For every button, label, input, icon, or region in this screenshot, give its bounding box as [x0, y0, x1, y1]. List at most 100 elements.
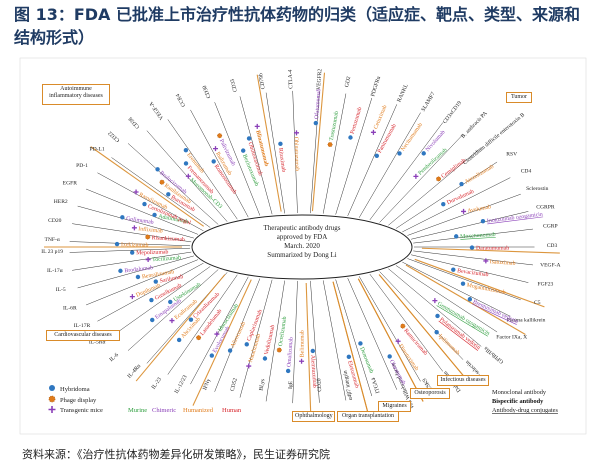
circle-icon — [209, 353, 215, 358]
circle-icon — [313, 120, 319, 126]
plus-icon — [246, 363, 252, 369]
spoke-line — [214, 102, 261, 216]
spoke-line — [410, 254, 529, 283]
target-label: VEGF-A — [148, 100, 165, 120]
plus-icon — [413, 173, 419, 179]
target-label: VEGFR2 — [316, 68, 324, 90]
circle-icon — [374, 153, 380, 158]
target-label: PD-L1 — [90, 147, 105, 153]
spoke-line — [292, 280, 298, 404]
sun-icon — [217, 133, 223, 139]
category-separator — [256, 74, 282, 212]
circle-icon — [130, 250, 135, 255]
plus-icon — [370, 129, 376, 135]
circle-icon — [188, 317, 194, 322]
circle-icon — [135, 274, 141, 280]
category-separator — [135, 274, 226, 382]
legend-bispecific: Bispecific antibody — [492, 398, 544, 405]
spoke-line — [85, 188, 199, 235]
spoke-line — [310, 280, 320, 403]
drug-entry: Ocrelizumab — [276, 316, 288, 353]
drug-label: Rituximab — [277, 148, 286, 173]
drug-entry: Obinutuzumab — [293, 130, 300, 171]
circle-icon — [469, 245, 475, 250]
spoke-line — [322, 280, 347, 401]
target-label: CD22 — [107, 129, 121, 142]
sun-icon — [400, 323, 406, 329]
target-label: FGF23 — [537, 281, 553, 287]
circle-icon — [358, 341, 363, 346]
target-label: IL-17R — [74, 323, 91, 329]
sun-icon — [327, 142, 333, 148]
drug-entry: Denosumab — [358, 341, 374, 374]
drug-label: Mogamulizumab — [466, 282, 506, 296]
drug-label: Benralizumab — [142, 269, 175, 280]
spoke-line — [379, 271, 464, 360]
sun-icon — [436, 176, 442, 182]
spoke-line — [77, 205, 194, 239]
spoke-line — [310, 91, 320, 214]
circle-icon — [118, 268, 123, 274]
legend-adc: Antibody-drug conjugates — [492, 407, 558, 414]
drug-entry: Rituximab — [277, 141, 286, 173]
circle-icon — [152, 212, 157, 218]
circle-icon — [348, 135, 353, 140]
circle-icon — [421, 151, 426, 156]
circle-icon — [346, 354, 352, 360]
target-label: CGRPR — [536, 205, 555, 211]
target-label: IL-17α — [47, 268, 63, 274]
drug-label: Olaratumab — [388, 359, 406, 386]
drug-label: Panitumumab — [377, 123, 398, 154]
spoke-line — [72, 223, 192, 243]
circle-icon — [460, 281, 466, 286]
spoke-line — [265, 92, 285, 214]
target-label: IL-23 — [151, 377, 163, 391]
target-label: RSV — [506, 152, 517, 158]
target-label: IL-6 — [109, 352, 121, 363]
drug-label: Golimumab — [126, 216, 154, 226]
drug-label: Daratumumab — [476, 246, 509, 252]
spoke-line — [369, 122, 443, 221]
circle-icon — [150, 317, 155, 323]
circle-icon — [176, 337, 182, 343]
drug-label: Cemiplimab — [441, 158, 468, 180]
plus-icon — [254, 123, 260, 129]
target-label: CD4 — [521, 168, 532, 174]
plus-icon — [145, 257, 151, 263]
category-separator — [332, 281, 370, 417]
legend-chimeric: Chimeric — [152, 407, 176, 414]
drug-label: Pertuzumab — [350, 106, 364, 134]
spoke-line — [190, 276, 249, 385]
spoke-line — [97, 172, 204, 232]
drug-entry: Inotuzumab ozogamicin — [480, 212, 543, 225]
spoke-line — [358, 112, 421, 218]
target-label: IFNγ — [202, 378, 212, 391]
drug-entry: Sarilumab — [153, 274, 184, 285]
target-label: IgE — [288, 380, 294, 389]
target-label: IL 23 p19 — [41, 249, 63, 255]
category-separator — [311, 72, 326, 212]
target-label: GPIIb/IIIa — [483, 345, 505, 365]
plus-icon — [483, 258, 489, 264]
circle-icon — [120, 215, 125, 220]
drug-label: Infliximab — [138, 225, 163, 234]
drug-label: Brodalumab — [124, 265, 153, 274]
plus-icon — [169, 318, 175, 324]
target-label: CD3 — [547, 243, 558, 249]
drug-label: Moxetumomab — [460, 232, 496, 240]
target-label: HER2 — [54, 199, 68, 205]
spoke-line — [190, 109, 249, 218]
spoke-line — [410, 211, 529, 240]
target-label: BLys — [259, 379, 267, 392]
spoke-line — [413, 228, 533, 244]
spoke-line — [322, 93, 347, 214]
circle-icon — [241, 148, 246, 153]
target-label: ITGA4 — [371, 377, 382, 394]
category-separator — [357, 278, 424, 402]
legend-transgenic: Transgenic mice — [60, 407, 103, 414]
circle-icon — [451, 267, 456, 272]
plus-icon — [395, 338, 401, 344]
circle-icon — [435, 313, 440, 319]
circle-icon — [49, 385, 55, 391]
drug-entry: Risankizumab — [145, 234, 185, 243]
